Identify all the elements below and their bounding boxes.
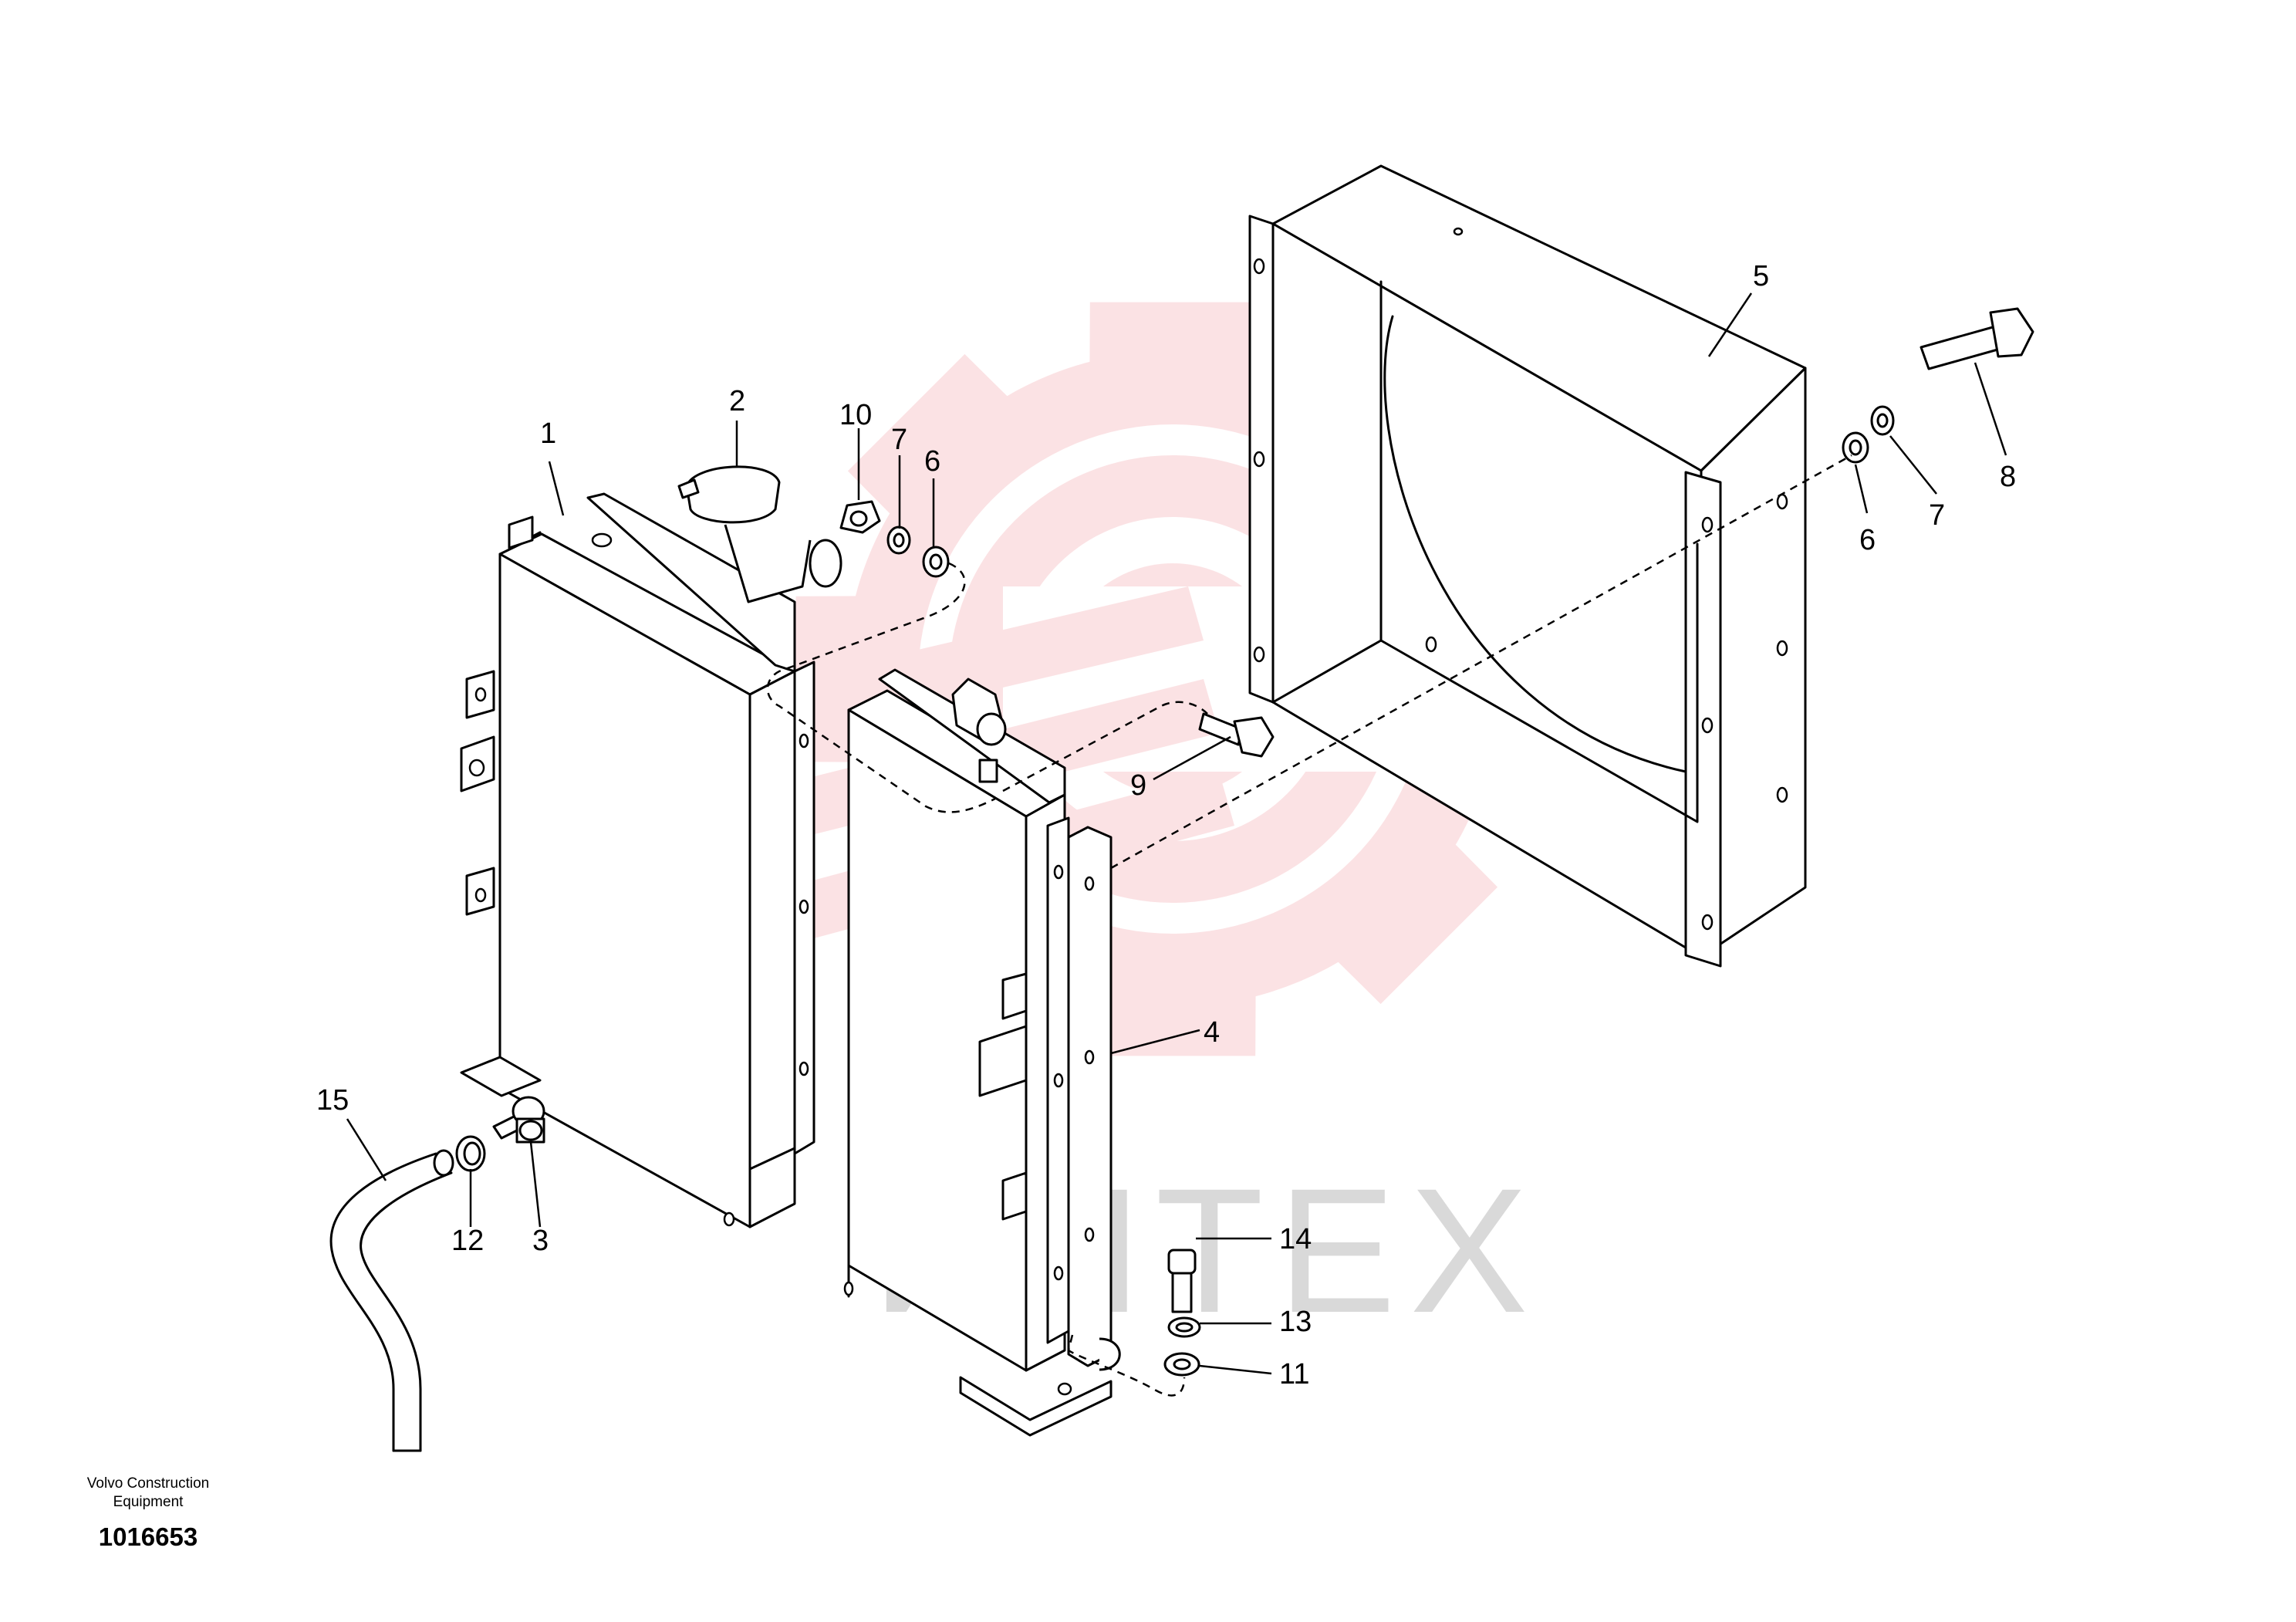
callout-bolt-cooler: 9 [1130,769,1146,802]
drain-hose[interactable] [329,1149,454,1452]
callout-drain-cock: 3 [532,1225,549,1257]
washer-left[interactable] [922,546,950,578]
spring-washer-right[interactable] [1870,405,1895,436]
bolt-lower[interactable] [1167,1249,1197,1313]
callout-oil-cooler: 4 [1204,1016,1220,1049]
washer-lower[interactable] [1163,1352,1200,1377]
callout-washer-lower: 11 [1279,1358,1309,1391]
spring-washer-lower[interactable] [1167,1316,1201,1338]
callout-radiator: 1 [540,417,556,450]
callout-drain-hose: 15 [316,1084,349,1117]
bolt-cooler[interactable] [1198,712,1275,758]
o-ring[interactable] [455,1135,486,1172]
callout-spring-washer-lower: 13 [1279,1306,1312,1338]
callout-bolt-shroud: 8 [2000,461,2016,493]
callout-spring-washer-left: 7 [891,424,907,456]
radiator[interactable] [460,492,815,1228]
assembly-lines [766,454,1852,1397]
fan-shroud[interactable] [1248,164,1807,968]
callout-radiator-cap: 2 [729,385,745,417]
company-name-line1: Volvo Construction [87,1475,209,1492]
callout-washer-right: 6 [1859,524,1876,556]
company-name-line2: Equipment [113,1494,184,1510]
callout-fan-shroud: 5 [1753,260,1769,292]
nut[interactable] [839,500,881,534]
drain-cock[interactable] [492,1096,545,1144]
callout-nut: 10 [839,399,872,431]
radiator-cap[interactable] [677,465,842,603]
leader-lines [346,292,2007,1375]
drawing-number: 1016653 [99,1522,198,1551]
washer-right[interactable] [1842,431,1869,464]
callout-washer-left: 6 [924,445,940,478]
bolt-shroud[interactable] [1920,307,2034,370]
spring-washer-left[interactable] [886,525,911,555]
callout-spring-washer-right: 7 [1929,499,1945,532]
callout-bolt-lower: 14 [1279,1223,1312,1255]
callout-o-ring: 12 [451,1225,484,1257]
